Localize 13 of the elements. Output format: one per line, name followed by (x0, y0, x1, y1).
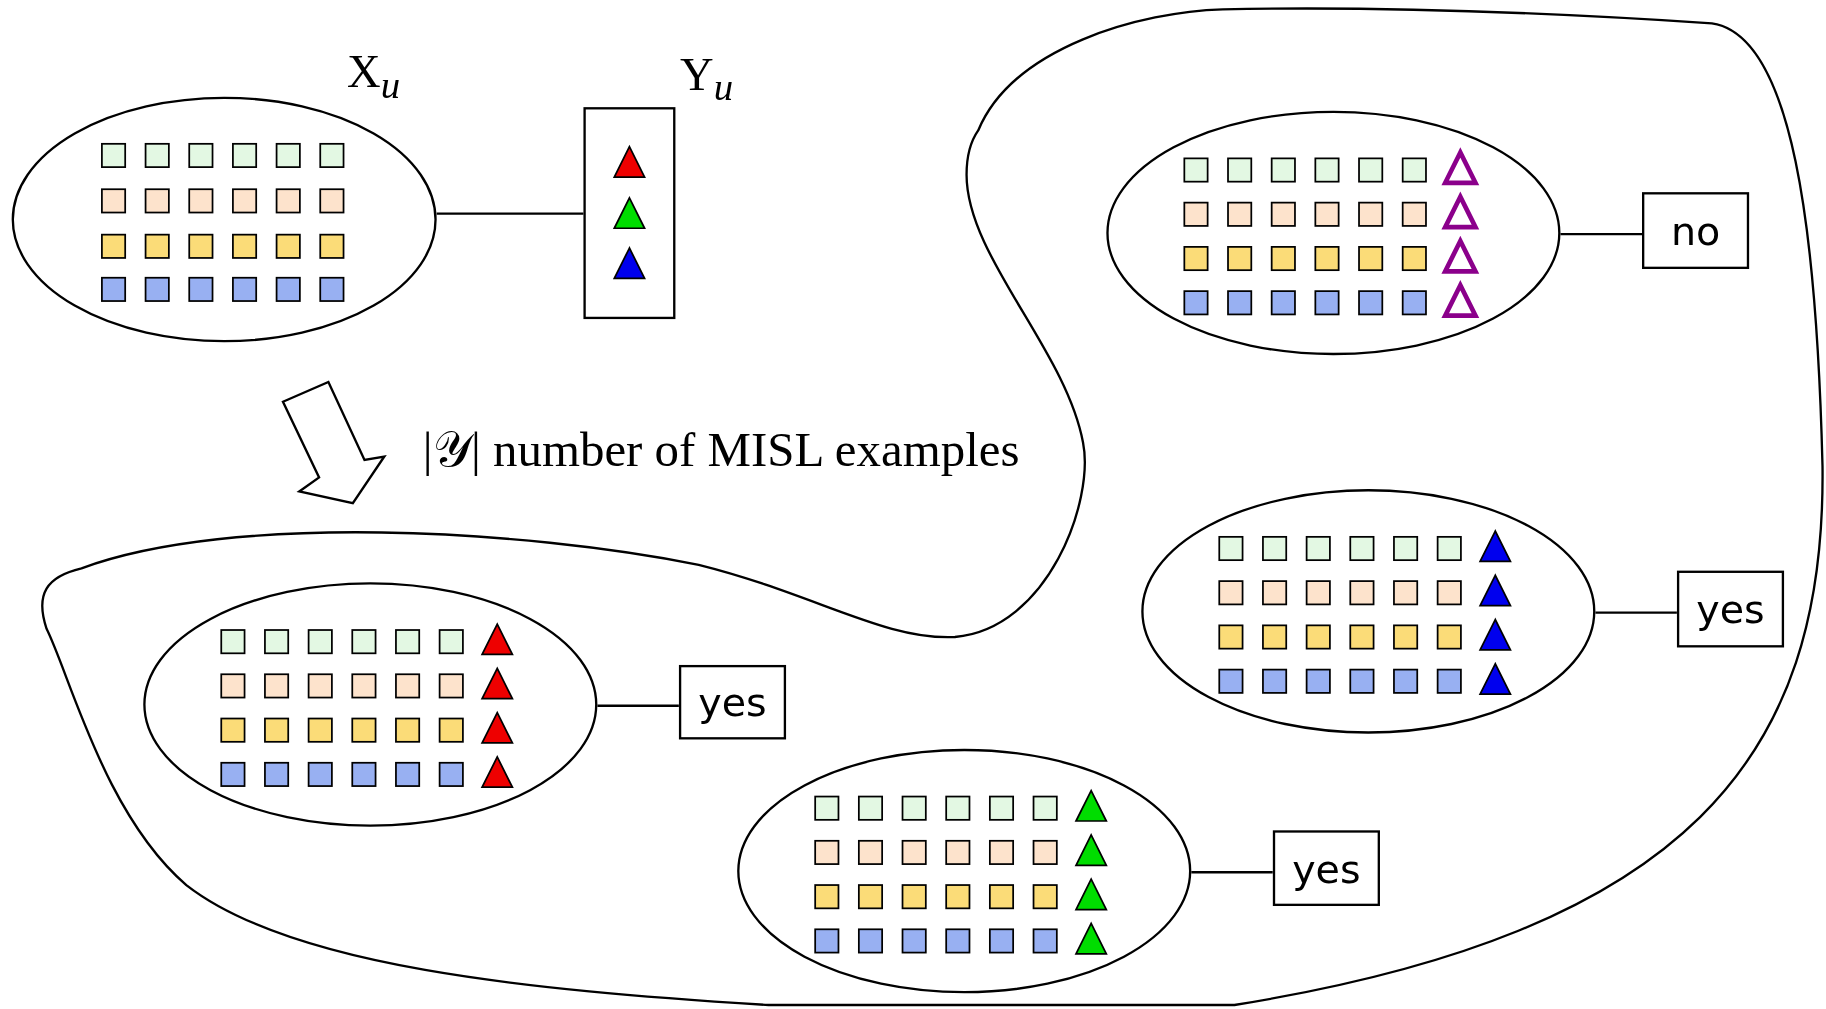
caption-text: |𝒴| number of MISL examples (422, 421, 1020, 478)
answer-box: yes (1676, 570, 1785, 648)
connector-line (597, 704, 679, 707)
answer-box: yes (678, 664, 787, 740)
answer-box: no (1642, 192, 1750, 269)
label-set-box (583, 107, 676, 320)
variable-label: X$_{u}$ (347, 44, 401, 108)
variable-label: Y$_{u}$ (680, 46, 734, 110)
connector-line (1560, 232, 1642, 236)
connector-line (1595, 611, 1677, 614)
answer-box: yes (1272, 830, 1380, 906)
connector-line (436, 212, 584, 215)
connector-line (1191, 871, 1273, 874)
